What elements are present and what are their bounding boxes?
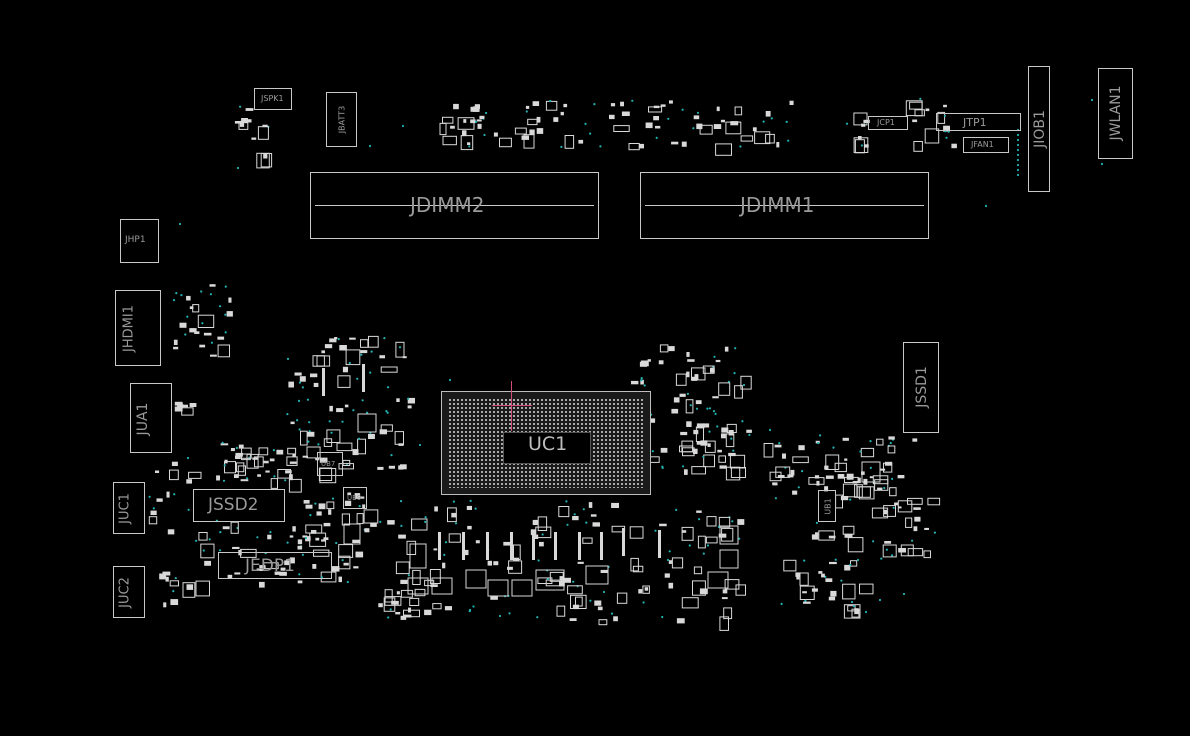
jdimm1-key-line (645, 205, 924, 206)
jwlan1-connector[interactable]: JWLAN1 (1098, 68, 1133, 159)
jiob1-connector[interactable]: JIOB1 (1028, 66, 1050, 192)
jdimm2-label: JDIMM2 (410, 193, 485, 217)
jcp1-label: JCP1 (877, 118, 895, 127)
ub7-chip[interactable]: UB7 (317, 452, 343, 476)
ub1-chip[interactable]: UB1 (818, 490, 836, 522)
jbatt3-connector[interactable]: JBATT3 (326, 92, 357, 147)
jssd1-connector[interactable]: JSSD1 (903, 342, 939, 433)
jtp1-label: JTP1 (963, 116, 987, 129)
jfan1-connector[interactable]: JFAN1 (963, 137, 1009, 153)
jiob1-label: JIOB1 (1032, 110, 1048, 148)
jedp1-connector[interactable]: JEDP1 (218, 552, 332, 579)
jdimm1-slot[interactable]: JDIMM1 (640, 172, 929, 239)
jcp1-connector[interactable]: JCP1 (868, 116, 908, 130)
jssd1-label: JSSD1 (914, 366, 930, 408)
jspk1-connector[interactable]: JSPK1 (254, 88, 292, 110)
juc2-connector[interactable]: JUC2 (113, 566, 145, 618)
jdimm2-key-line (315, 205, 594, 206)
jfan1-label: JFAN1 (971, 140, 994, 149)
jspk1-label: JSPK1 (261, 94, 284, 103)
uc1-die (503, 432, 591, 464)
cursor-marker-h (492, 405, 532, 406)
jhp1-label: JHP1 (125, 235, 146, 245)
jhdmi1-connector[interactable]: JHDMI1 (115, 290, 161, 366)
jhp1-connector[interactable]: JHP1 (120, 219, 159, 263)
ub9-label: UB9 (347, 494, 362, 502)
jedp1-label: JEDP1 (245, 556, 295, 576)
uc1-processor[interactable]: UC1 (441, 391, 651, 495)
jbatt3-label: JBATT3 (337, 105, 347, 134)
uc1-label: UC1 (528, 433, 568, 455)
jssd2-connector[interactable]: JSSD2 (193, 489, 285, 522)
juc2-label: JUC2 (117, 577, 133, 608)
jdimm1-label: JDIMM1 (740, 193, 815, 217)
jhdmi1-label: JHDMI1 (121, 305, 137, 352)
jua1-label: JUA1 (135, 402, 151, 436)
juc1-connector[interactable]: JUC1 (113, 482, 145, 534)
ub9-chip[interactable]: UB9 (343, 487, 367, 509)
jua1-connector[interactable]: JUA1 (130, 383, 172, 453)
jssd2-label: JSSD2 (208, 495, 259, 515)
jwlan1-label: JWLAN1 (1108, 85, 1124, 141)
juc1-label: JUC1 (117, 493, 133, 524)
jdimm2-slot[interactable]: JDIMM2 (310, 172, 599, 239)
jtp1-connector[interactable]: JTP1 (936, 113, 1021, 131)
ub1-label: UB1 (823, 498, 833, 515)
cursor-marker (511, 381, 512, 431)
ub7-label: UB7 (321, 460, 336, 468)
